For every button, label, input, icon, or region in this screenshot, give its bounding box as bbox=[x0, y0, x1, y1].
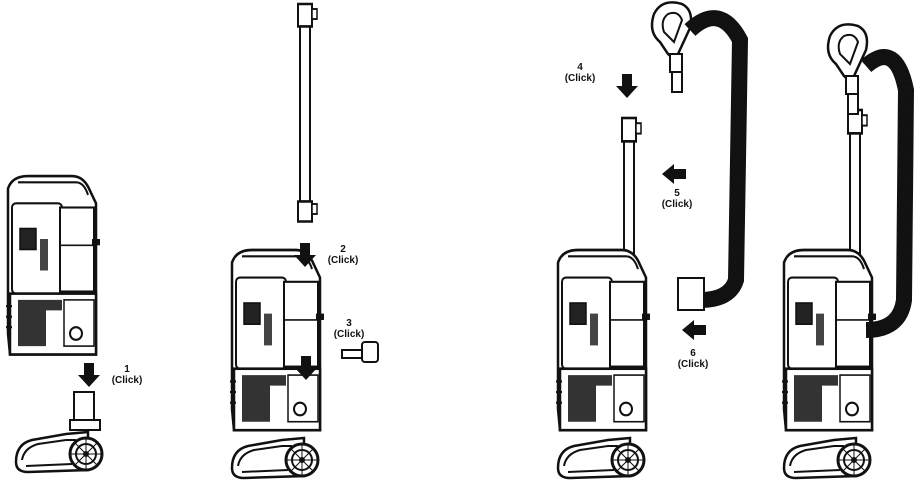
stage-1-body bbox=[4, 174, 102, 356]
step-6-action: (Click) bbox=[677, 359, 709, 370]
stage-1-nozzle bbox=[14, 430, 104, 474]
arrow-1 bbox=[78, 363, 100, 387]
step-1-label: 1 (Click) bbox=[102, 364, 152, 386]
step-4-number: 4 bbox=[577, 62, 583, 73]
step-5-action: (Click) bbox=[661, 199, 693, 210]
stage-3-accessory bbox=[341, 341, 379, 363]
step-1-action: (Click) bbox=[111, 375, 143, 386]
final-nozzle bbox=[782, 436, 872, 480]
stage-2-nozzle bbox=[230, 436, 320, 480]
stage-2-body bbox=[228, 248, 326, 432]
final-body bbox=[780, 248, 878, 432]
step-5-label: 5 (Click) bbox=[652, 188, 702, 210]
final-hose bbox=[860, 49, 915, 338]
step-3-number: 3 bbox=[346, 318, 352, 329]
final-handle bbox=[826, 23, 869, 116]
step-5-number: 5 bbox=[674, 188, 680, 199]
stage-1-nozzle-neck bbox=[69, 391, 101, 431]
step-4-action: (Click) bbox=[564, 73, 596, 84]
stage-4-handle bbox=[650, 1, 693, 94]
arrow-5 bbox=[662, 164, 686, 184]
step-4-label: 4 (Click) bbox=[555, 62, 605, 84]
stage-4-hose bbox=[677, 10, 749, 311]
step-2-number: 2 bbox=[340, 244, 346, 255]
stage-2-wand bbox=[296, 2, 319, 223]
stage-4-body bbox=[554, 248, 652, 432]
step-1-number: 1 bbox=[124, 364, 130, 375]
step-2-label: 2 (Click) bbox=[318, 244, 368, 266]
arrow-4 bbox=[616, 74, 638, 98]
step-3-label: 3 (Click) bbox=[324, 318, 374, 340]
step-3-action: (Click) bbox=[333, 329, 365, 340]
step-6-label: 6 (Click) bbox=[668, 348, 718, 370]
arrow-6 bbox=[682, 320, 706, 340]
step-6-number: 6 bbox=[690, 348, 696, 359]
stage-4-nozzle bbox=[556, 436, 646, 480]
step-2-action: (Click) bbox=[327, 255, 359, 266]
